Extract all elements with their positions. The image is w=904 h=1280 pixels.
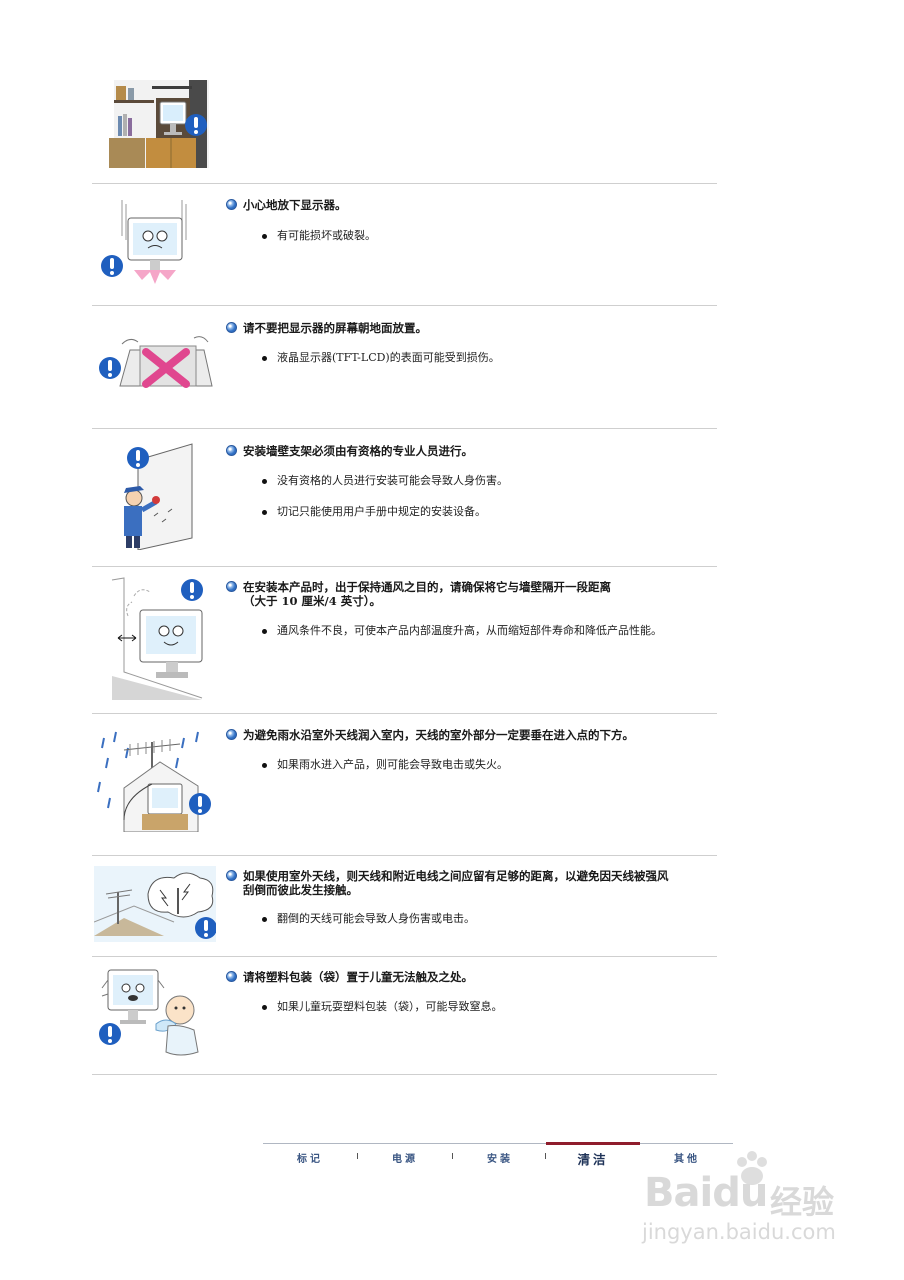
safety-section: 为避免雨水沿室外天线润入室内，天线的室外部分一定要垂在进入点的下方。 如果雨水进…	[226, 728, 718, 789]
blue-bullet-icon	[226, 729, 237, 740]
baidu-jingyan-watermark: Baidu 经验 jingyan.baidu.com	[640, 1150, 850, 1250]
tab-install[interactable]: 安装	[487, 1154, 513, 1165]
tab-divider	[452, 1153, 453, 1159]
shelf-monitor-illustration	[94, 78, 216, 170]
watermark-cn: 经验	[770, 1183, 835, 1221]
safety-section: 请不要把显示器的屏幕朝地面放置。 液晶显示器(TFT-LCD)的表面可能受到损伤…	[226, 321, 718, 382]
tab-power[interactable]: 电源	[392, 1154, 418, 1165]
bullet-dot-icon	[262, 1005, 267, 1010]
face-down-monitor-illustration	[94, 330, 216, 400]
tab-marks[interactable]: 标记	[297, 1154, 323, 1165]
dropping-monitor-illustration	[94, 196, 216, 288]
divider	[92, 1074, 717, 1075]
bullet-dot-icon	[262, 479, 267, 484]
tab-other[interactable]: 其他	[674, 1154, 700, 1165]
bottom-nav: 标记 电源 安装 清洁 其他	[263, 1140, 733, 1170]
section-heading: 请将塑料包装（袋）置于儿童无法触及之处。	[226, 970, 718, 984]
divider	[92, 855, 717, 856]
active-tab-indicator	[546, 1142, 640, 1145]
blue-bullet-icon	[226, 322, 237, 333]
section-heading: 安装墙壁支架必须由有资格的专业人员进行。	[226, 444, 718, 458]
section-heading: 为避免雨水沿室外天线润入室内，天线的室外部分一定要垂在进入点的下方。	[226, 728, 718, 742]
safety-section: 在安装本产品时，出于保持通风之目的，请确保将它与墙壁隔开一段距离 （大于 10 …	[226, 580, 718, 655]
list-item: 切记只能使用用户手册中规定的安装设备。	[262, 505, 718, 519]
blue-bullet-icon	[226, 199, 237, 210]
bullet-dot-icon	[262, 917, 267, 922]
bullet-dot-icon	[262, 629, 267, 634]
tab-divider	[357, 1153, 358, 1159]
bullet-dot-icon	[262, 763, 267, 768]
list-item: 如果雨水进入产品，则可能会导致电击或失火。	[262, 758, 718, 772]
wall-mount-installer-illustration	[94, 438, 216, 550]
list-item: 有可能损坏或破裂。	[262, 229, 718, 243]
list-item: 如果儿童玩耍塑料包装（袋），可能导致窒息。	[262, 1000, 718, 1014]
safety-section: 安装墙壁支架必须由有资格的专业人员进行。 没有资格的人员进行安装可能会导致人身伤…	[226, 444, 718, 536]
section-heading: 小心地放下显示器。	[226, 198, 718, 212]
safety-section: 请将塑料包装（袋）置于儿童无法触及之处。 如果儿童玩耍塑料包装（袋），可能导致窒…	[226, 970, 718, 1031]
list-item: 通风条件不良，可使本产品内部温度升高，从而缩短部件寿命和降低产品性能。	[262, 624, 718, 638]
antenna-powerline-illustration	[94, 866, 216, 942]
tab-divider	[545, 1153, 546, 1159]
section-heading: 如果使用室外天线，则天线和附近电线之间应留有足够的距离，以避免因天线被强风 刮倒…	[226, 869, 718, 897]
paw-logo-icon	[737, 1151, 767, 1185]
blue-bullet-icon	[226, 870, 237, 881]
antenna-rain-illustration	[94, 728, 216, 832]
list-item: 翻倒的天线可能会导致人身伤害或电击。	[262, 912, 718, 926]
divider	[92, 428, 717, 429]
wall-clearance-illustration	[94, 576, 216, 700]
divider	[92, 956, 717, 957]
blue-bullet-icon	[226, 581, 237, 592]
section-heading: 请不要把显示器的屏幕朝地面放置。	[226, 321, 718, 335]
divider	[92, 183, 717, 184]
watermark-brand: Baidu	[644, 1170, 768, 1216]
bullet-dot-icon	[262, 234, 267, 239]
list-item: 液晶显示器(TFT-LCD)的表面可能受到损伤。	[262, 351, 718, 365]
bullet-dot-icon	[262, 510, 267, 515]
bullet-dot-icon	[262, 356, 267, 361]
blue-bullet-icon	[226, 971, 237, 982]
divider	[92, 305, 717, 306]
blue-bullet-icon	[226, 445, 237, 456]
watermark-url: jingyan.baidu.com	[642, 1220, 836, 1244]
nav-top-line	[263, 1143, 733, 1144]
safety-section: 小心地放下显示器。 有可能损坏或破裂。	[226, 198, 718, 260]
list-item: 没有资格的人员进行安装可能会导致人身伤害。	[262, 474, 718, 488]
tab-clean[interactable]: 清洁	[577, 1152, 609, 1167]
divider	[92, 566, 717, 567]
section-heading: 在安装本产品时，出于保持通风之目的，请确保将它与墙壁隔开一段距离 （大于 10 …	[226, 580, 718, 608]
divider	[92, 713, 717, 714]
safety-section: 如果使用室外天线，则天线和附近电线之间应留有足够的距离，以避免因天线被强风 刮倒…	[226, 869, 718, 943]
child-plastic-bag-illustration	[94, 964, 216, 1060]
